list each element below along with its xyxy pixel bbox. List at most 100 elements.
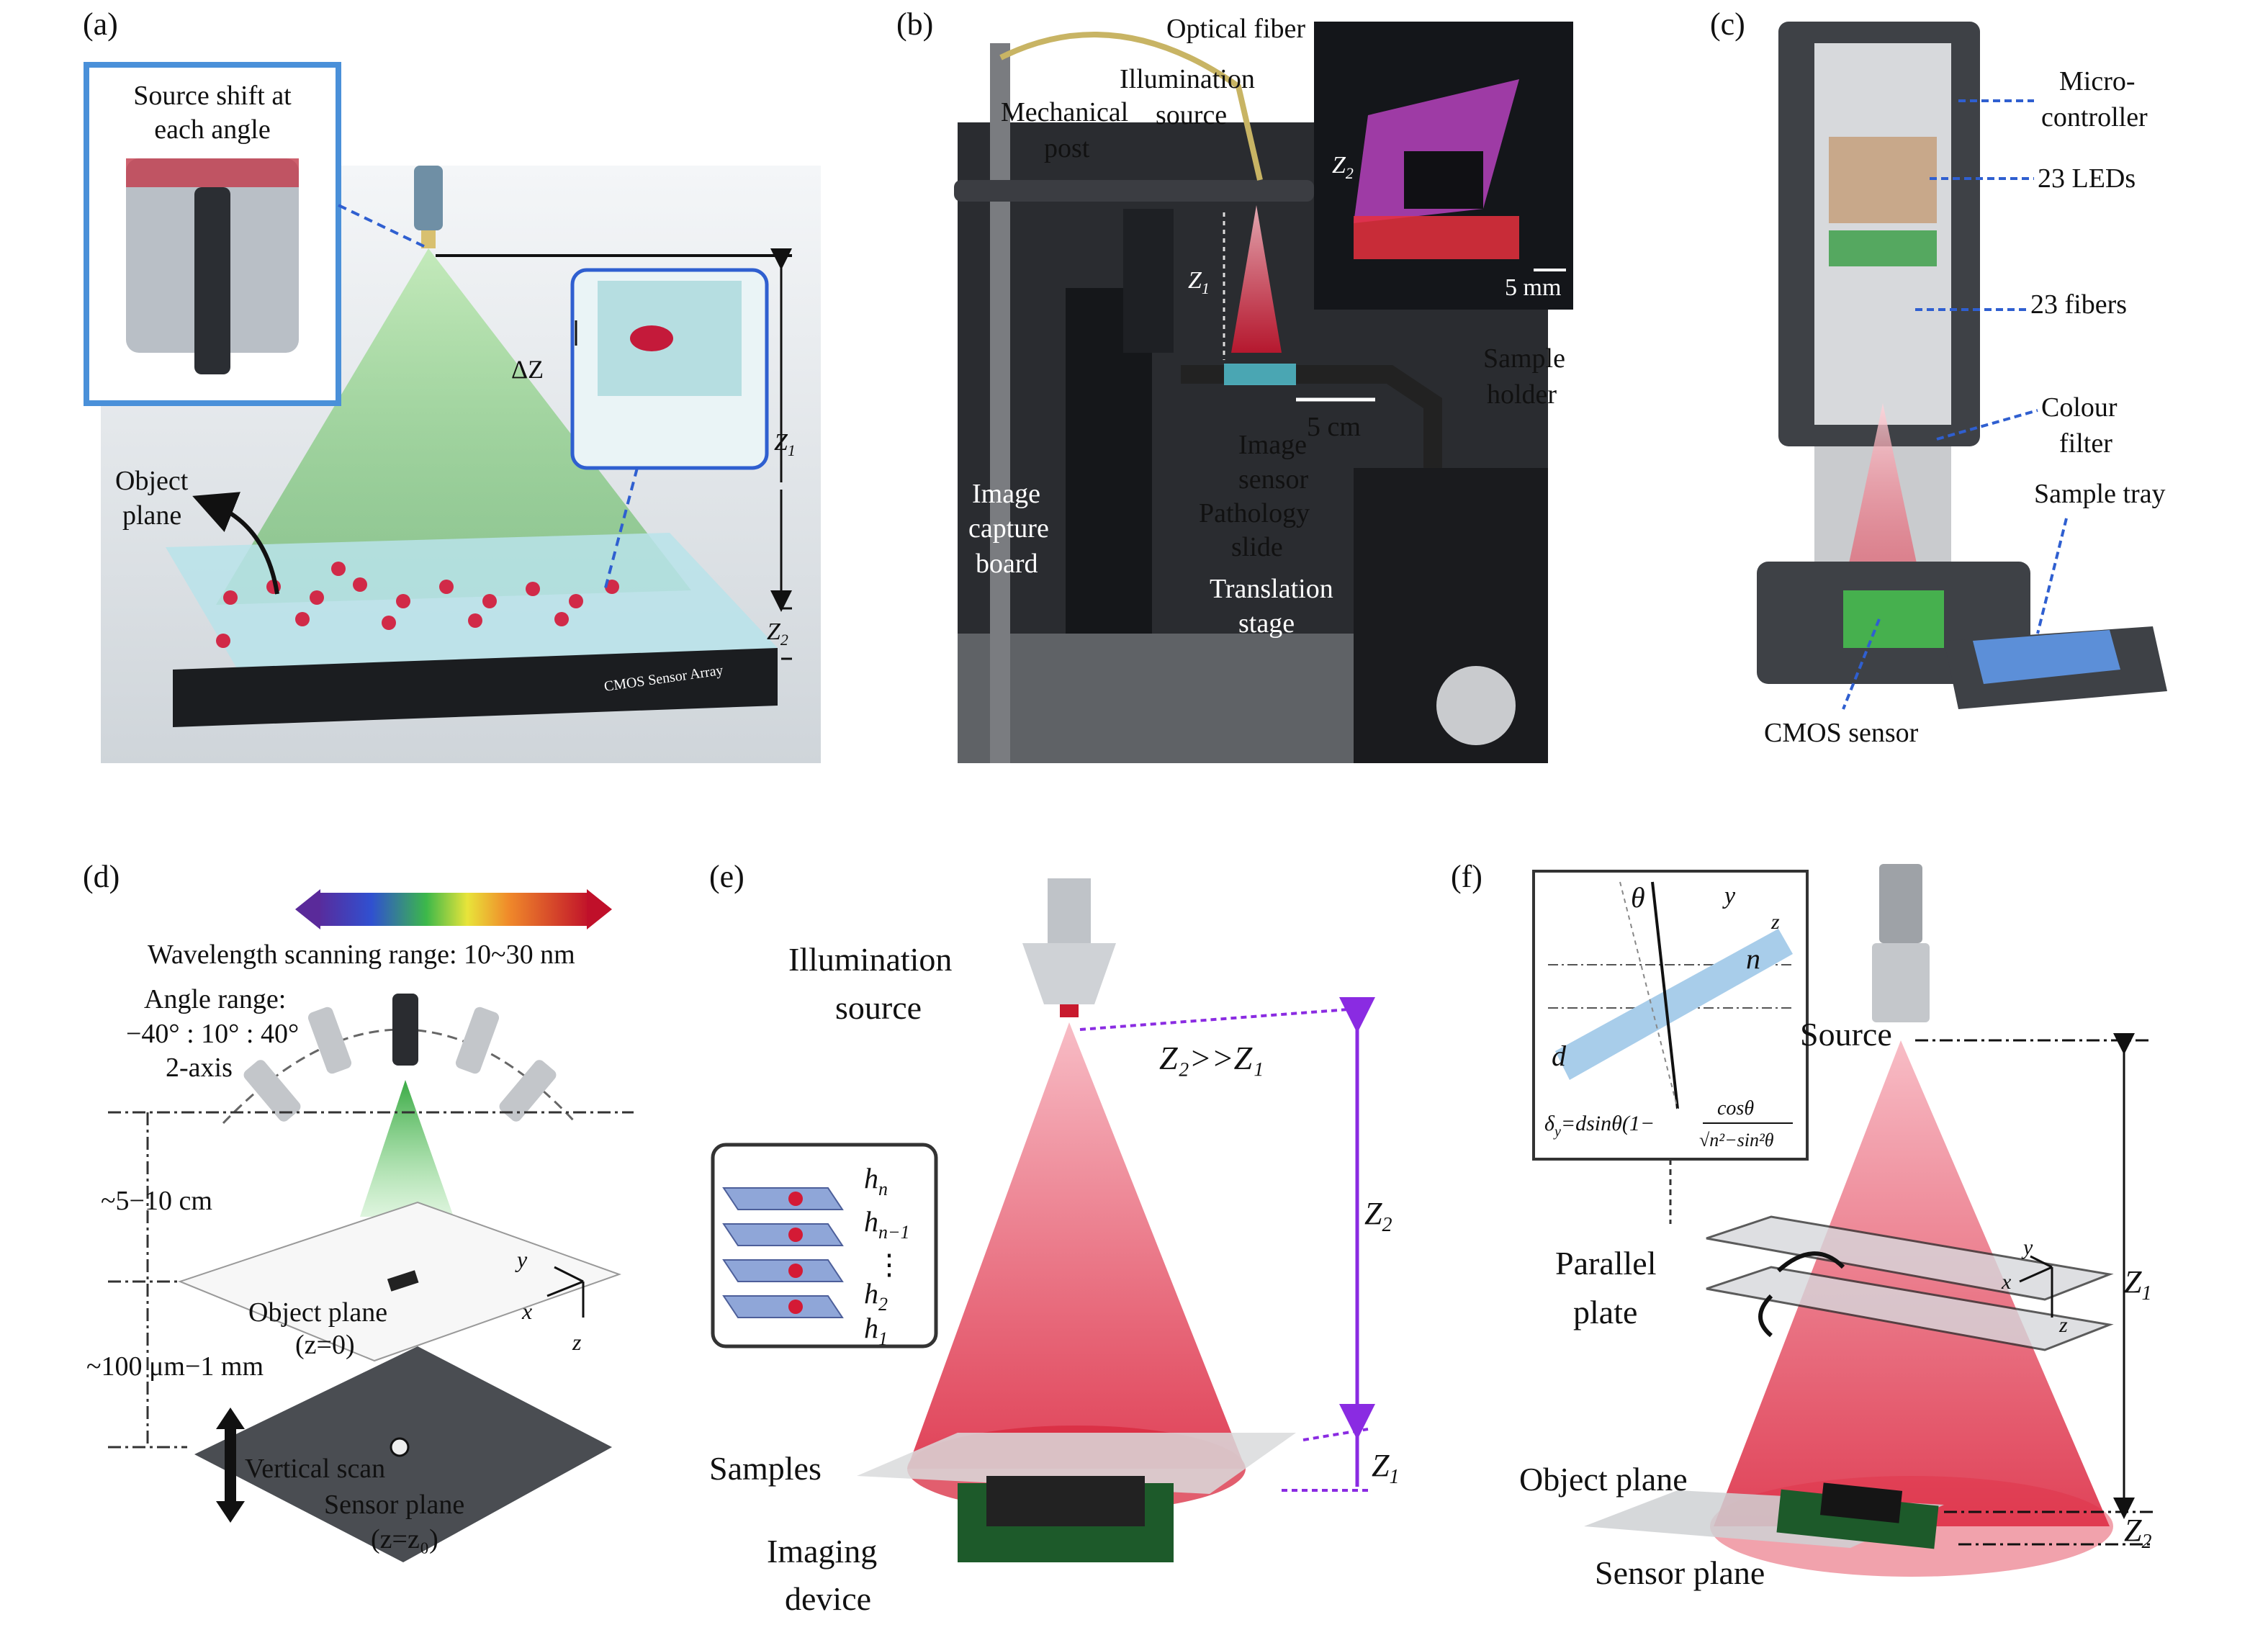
panel-e-source-tip — [1060, 1004, 1079, 1017]
panel-f-parallel-2: plate — [1573, 1294, 1637, 1330]
panel-a-z1-label: Z1 — [774, 429, 796, 459]
panel-a-source-tip — [421, 230, 436, 248]
panel-a-sample-pointer — [603, 467, 639, 591]
panel-e-hn1: hn−1 — [864, 1205, 910, 1243]
panel-d-letter: (d) — [83, 859, 120, 894]
panel-f-object-plane: Object plane — [1519, 1461, 1688, 1498]
panel-b-translation-2: stage — [1238, 608, 1295, 639]
panel-c-filter-2: filter — [2059, 428, 2112, 459]
panel-f-inset-plate — [1555, 929, 1793, 1080]
panel-f-rotate-arrow-1 — [1776, 1251, 1845, 1273]
panel-e-letter: (e) — [709, 859, 744, 894]
panel-d-dist-2: ~100 μm−1 mm — [86, 1351, 264, 1382]
panel-b-inset-z2: Z2 — [1332, 152, 1354, 182]
panel-d-sources — [243, 994, 557, 1122]
panel-f-red-beam — [1714, 1040, 2110, 1526]
panel-a-fiber-core — [194, 187, 230, 374]
panel-c-cmos-leader — [1842, 618, 1881, 710]
panel-b-mech-1: Mechanical — [1001, 97, 1128, 127]
panel-b-image-sensor — [1224, 364, 1296, 385]
panel-c-fibers: 23 fibers — [2030, 289, 2127, 320]
panel-c-pcb — [1829, 230, 1937, 266]
panel-c-cmos-board — [1843, 590, 1944, 648]
panel-c-tray-label: Sample tray — [2034, 479, 2166, 509]
panel-b-sensor-2: sensor — [1238, 464, 1308, 495]
panel-c-cmos-label: CMOS sensor — [1764, 718, 1919, 748]
panel-b-holder-1: Sample — [1483, 343, 1565, 374]
panel-f-ax2-x — [2019, 1266, 2053, 1283]
panel-e-vdots: ⋮ — [875, 1248, 904, 1281]
panel-d-axis-x-label: x — [521, 1298, 532, 1324]
panel-b-stage-block — [1123, 209, 1174, 353]
panel-b-capture-1: Image — [972, 479, 1040, 509]
panel-a-green-beam — [216, 248, 691, 605]
panel-a-inset-title-2: each angle — [154, 114, 270, 145]
panel-c-tray-leader — [2036, 518, 2068, 634]
panel-d-spectrum-bar — [317, 893, 590, 926]
panel-f-parallel-plate-bottom — [1706, 1266, 2114, 1351]
panel-e-red-beam — [907, 1022, 1246, 1469]
panel-f-source-body — [1879, 864, 1922, 943]
panel-e-top-dash — [1079, 1007, 1369, 1031]
panel-b-z1-label: Z1 — [1188, 267, 1210, 297]
panel-b-holder-2: holder — [1487, 379, 1557, 410]
panel-f-inset-n: n — [1746, 942, 1760, 975]
panel-b-capture-2: capture — [968, 513, 1049, 544]
panel-b-mechanical-post — [990, 43, 1010, 763]
panel-f-parallel-1: Parallel — [1555, 1245, 1657, 1282]
panel-f-inset-y: y — [1722, 883, 1736, 909]
panel-f-letter: (f) — [1451, 859, 1482, 894]
panel-f-ax2-y — [2030, 1255, 2053, 1269]
panel-f-rotate-arrow-2 — [1758, 1294, 1773, 1338]
panel-f-formula-num: cosθ — [1717, 1097, 1754, 1120]
panel-a-dz-label: ΔZ — [511, 355, 544, 384]
panel-f-sensor-plane: Sensor plane — [1595, 1554, 1765, 1591]
panel-b-inset-scale: 5 mm — [1505, 274, 1561, 301]
panel-d-spectrum-left-arrow — [295, 889, 320, 929]
panel-f-ax2-z-label: z — [2058, 1313, 2068, 1337]
panel-f-z1-label: Z1 — [2124, 1264, 2151, 1305]
panel-e-layer-stack — [722, 1187, 844, 1318]
panel-a-object-arrow — [192, 492, 279, 595]
panel-b-sensor-1: Image — [1238, 430, 1307, 460]
panel-e-relation: Z₂>>Z₁ — [1159, 1040, 1264, 1076]
panel-f-parallel-plate-top — [1706, 1215, 2114, 1301]
panel-b-arm — [954, 180, 1314, 202]
panel-d-axis-z-label: z — [572, 1329, 582, 1355]
panel-e-sensor-chip — [986, 1476, 1145, 1526]
panel-d-object-sample — [387, 1270, 419, 1292]
panel-f-inset-d: d — [1552, 1040, 1567, 1072]
panel-c-micro-2: controller — [2041, 102, 2148, 132]
panel-c-micro-1: Micro- — [2059, 66, 2136, 96]
panel-e-source-head — [1022, 943, 1116, 1004]
panel-d-wavelength: Wavelength scanning range: 10~30 nm — [148, 940, 575, 970]
panel-b-inset-red — [1354, 216, 1519, 259]
panel-d-object-1: Object plane — [248, 1297, 387, 1328]
panel-e-illum-1: Illumination — [788, 941, 952, 978]
panel-d-angle-2: −40° : 10° : 40° — [126, 1019, 299, 1049]
panel-d-sensor-2: (z=z₀) — [371, 1524, 438, 1554]
panel-e-samples: Samples — [709, 1450, 822, 1487]
panel-a-glass-plane — [166, 533, 778, 670]
panel-a-letter: (a) — [83, 6, 118, 42]
panel-c-red-beam — [1843, 403, 1922, 590]
panel-b-mech-2: post — [1044, 133, 1090, 163]
panel-d-axis-y-label: y — [515, 1246, 528, 1272]
panel-d-green-beam — [360, 1080, 454, 1217]
panel-d-sensor-1: Sensor plane — [324, 1490, 464, 1520]
panel-e-device-1: Imaging — [767, 1533, 877, 1570]
panel-a-inset-cell — [630, 325, 673, 351]
panel-d: (d) Wavelength scanning range: 10~30 nm … — [83, 859, 634, 1562]
panel-d-axis-x — [546, 1280, 584, 1297]
panel-b-red-beam — [1231, 205, 1282, 353]
panel-f-sensor-chip — [1820, 1482, 1903, 1523]
panel-f-ax2-y-label: y — [2021, 1235, 2033, 1259]
panel-a: (a) CMOS Sensor Array Z1 Z2 — [83, 6, 821, 763]
panel-e-illum-2: source — [835, 989, 922, 1026]
panel-e: (e) Illumination source Z₂>>Z₁ Z2 Z1 — [709, 859, 1399, 1617]
panel-b-illum-2: source — [1156, 100, 1227, 130]
panel-c-led-array — [1829, 137, 1937, 223]
panel-e-device-2: device — [785, 1580, 871, 1617]
panel-b-illum-1: Illumination — [1120, 64, 1255, 94]
panel-a-z2-label: Z2 — [767, 618, 788, 649]
